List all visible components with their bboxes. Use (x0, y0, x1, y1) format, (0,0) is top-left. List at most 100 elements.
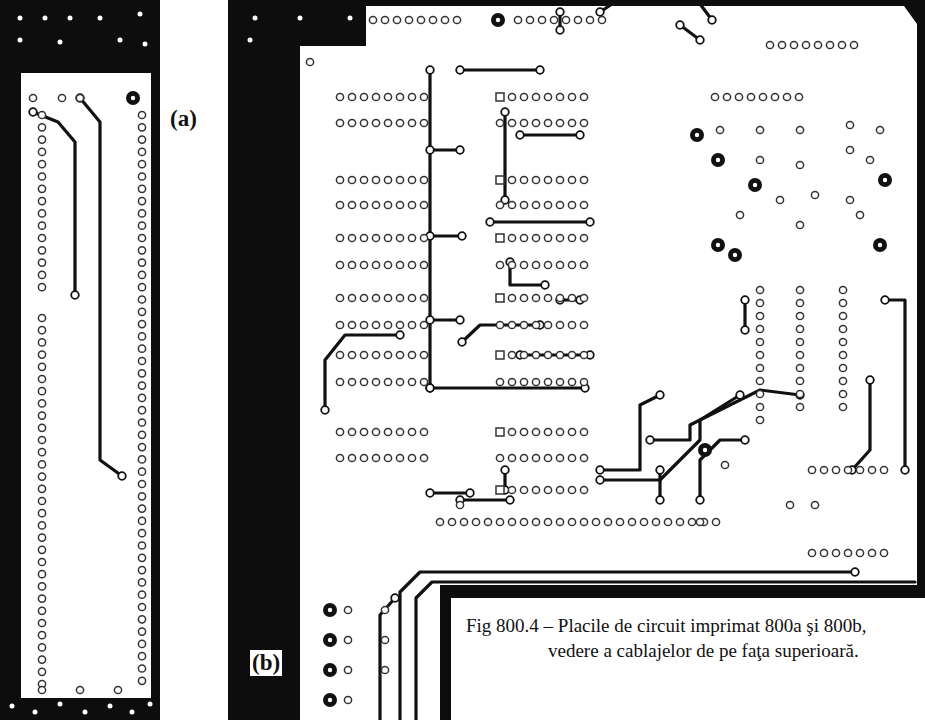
hole (38, 510, 45, 517)
hole (38, 644, 45, 651)
hole (38, 247, 45, 254)
hole (756, 351, 763, 358)
hole (856, 466, 863, 473)
hole (138, 382, 145, 389)
hole (138, 259, 145, 266)
dot (298, 16, 303, 21)
hole (408, 261, 415, 268)
hole (580, 93, 587, 100)
hole (408, 321, 415, 328)
hole (405, 16, 412, 23)
pad (696, 496, 704, 504)
hole (778, 41, 785, 48)
hole (453, 16, 460, 23)
hole (711, 93, 718, 100)
hole (396, 176, 403, 183)
hole (38, 259, 45, 266)
hole (38, 363, 45, 370)
hole (456, 501, 463, 508)
hole (550, 16, 557, 23)
dot (348, 16, 353, 21)
hole (138, 210, 145, 217)
hole (348, 378, 355, 385)
hole (372, 261, 379, 268)
pad-ring (323, 633, 337, 647)
pad-ring (323, 693, 337, 707)
hole (408, 294, 415, 301)
pad-hole (328, 698, 332, 702)
hole (544, 518, 551, 525)
hole (344, 606, 351, 613)
hole (839, 299, 846, 306)
hole (384, 93, 391, 100)
hole (138, 308, 145, 315)
pad (456, 66, 464, 74)
hole (138, 505, 145, 512)
hole (396, 428, 403, 435)
square-hole (496, 351, 504, 359)
pad-ring (748, 178, 762, 192)
hole (384, 378, 391, 385)
pad (741, 436, 749, 444)
pad (426, 384, 434, 392)
hole (508, 261, 515, 268)
hole (712, 518, 719, 525)
hole (856, 211, 863, 218)
hole (38, 136, 45, 143)
hole (348, 93, 355, 100)
pad (741, 296, 749, 304)
hole (574, 16, 581, 23)
pad (596, 8, 604, 16)
hole (568, 234, 575, 241)
hole (448, 518, 455, 525)
trace (430, 386, 585, 389)
hole (38, 668, 45, 675)
hole (138, 161, 145, 168)
hole (38, 339, 45, 346)
hole (568, 294, 575, 301)
dot (10, 704, 15, 709)
hole (568, 378, 575, 385)
hole (721, 461, 728, 468)
pad (458, 232, 466, 240)
hole (360, 93, 367, 100)
hole (138, 480, 145, 487)
hole (544, 119, 551, 126)
hole (384, 454, 391, 461)
hole (676, 518, 683, 525)
trace (490, 220, 590, 223)
hole (38, 198, 45, 205)
hole (846, 146, 853, 153)
pad-ring (728, 248, 742, 262)
hole (417, 16, 424, 23)
hole (598, 16, 605, 23)
hole (408, 119, 415, 126)
hole (796, 325, 803, 332)
hole (868, 466, 875, 473)
trace (428, 70, 431, 388)
hole (736, 211, 743, 218)
hole (826, 41, 833, 48)
hole (336, 428, 343, 435)
hole (688, 518, 695, 525)
hole (38, 351, 45, 358)
hole (360, 234, 367, 241)
hole (496, 261, 503, 268)
hole (38, 388, 45, 395)
trace (416, 582, 915, 720)
hole (38, 161, 45, 168)
large-pad (873, 238, 887, 252)
hole (568, 486, 575, 493)
hole (796, 377, 803, 384)
pad (881, 296, 889, 304)
hole (372, 454, 379, 461)
hole (839, 377, 846, 384)
hole (138, 567, 145, 574)
hole (372, 428, 379, 435)
hole (756, 364, 763, 371)
hole (348, 294, 355, 301)
hole (138, 234, 145, 241)
hole (604, 518, 611, 525)
hole (138, 419, 145, 426)
hole (771, 93, 778, 100)
